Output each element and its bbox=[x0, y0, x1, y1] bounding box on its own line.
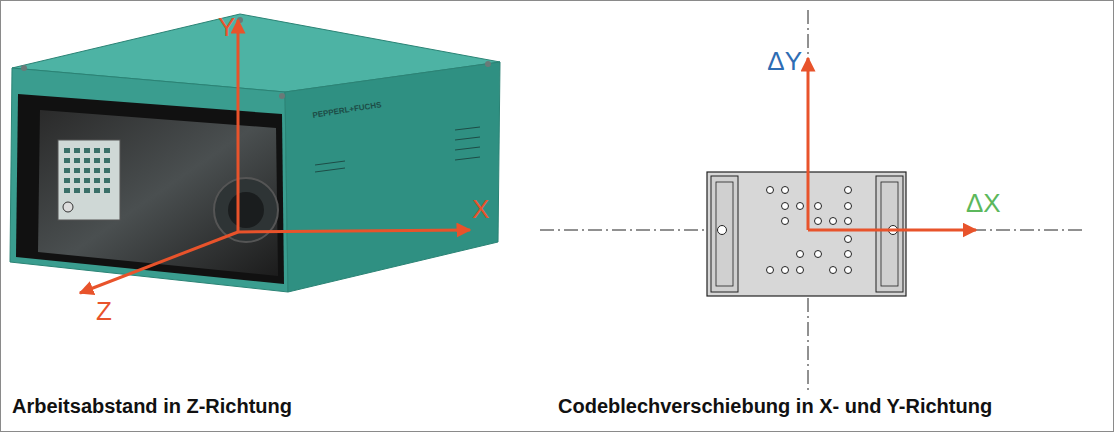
axes bbox=[80, 20, 470, 293]
centre-lines bbox=[540, 10, 1085, 392]
caption-text: Codeblechverschiebung in X- und Y-Richtu… bbox=[558, 396, 992, 416]
axis-label: ΔY bbox=[767, 48, 802, 74]
sensor-housing bbox=[10, 14, 500, 292]
caption-text: Arbeitsabstand in Z-Richtung bbox=[12, 396, 292, 416]
axis-label: Z bbox=[96, 298, 112, 324]
axis-label: Y bbox=[218, 14, 235, 40]
axis-label: ΔX bbox=[966, 190, 1001, 216]
axis-label: X bbox=[472, 196, 489, 222]
displacement-arrows bbox=[808, 58, 976, 230]
